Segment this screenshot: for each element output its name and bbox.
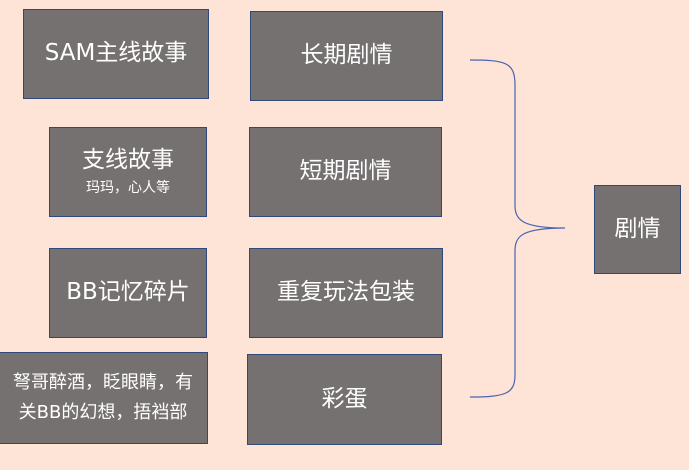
repeat-gameplay-box: 重复玩法包装 [249,248,443,338]
misc-events-box: 弩哥醉酒，眨眼睛，有 关BB的幻想，捂裆部 [0,352,208,444]
sam-main-story-box: SAM主线故事 [23,9,209,99]
side-story-subtitle: 玛玛，心人等 [86,180,170,197]
long-term-plot-label: 长期剧情 [300,42,393,69]
plot-label: 剧情 [614,215,661,242]
misc-events-line-2: 关BB的幻想，捂裆部 [18,402,188,423]
long-term-plot-box: 长期剧情 [250,11,443,101]
plot-box: 剧情 [594,185,681,274]
easter-egg-label: 彩蛋 [321,385,368,412]
repeat-gameplay-label: 重复玩法包装 [277,279,415,306]
easter-egg-box: 彩蛋 [247,354,442,445]
side-story-box: 支线故事 玛玛，心人等 [49,127,207,217]
misc-events-line-1: 弩哥醉酒，眨眼睛，有 [13,372,193,394]
side-story-label: 支线故事 [82,146,174,173]
brace-path [469,59,566,398]
short-term-plot-box: 短期剧情 [249,127,442,217]
short-term-plot-label: 短期剧情 [299,158,392,185]
sam-main-story-label: SAM主线故事 [44,40,188,67]
bb-memory-box: BB记忆碎片 [49,248,207,338]
bb-memory-label: BB记忆碎片 [66,279,190,306]
